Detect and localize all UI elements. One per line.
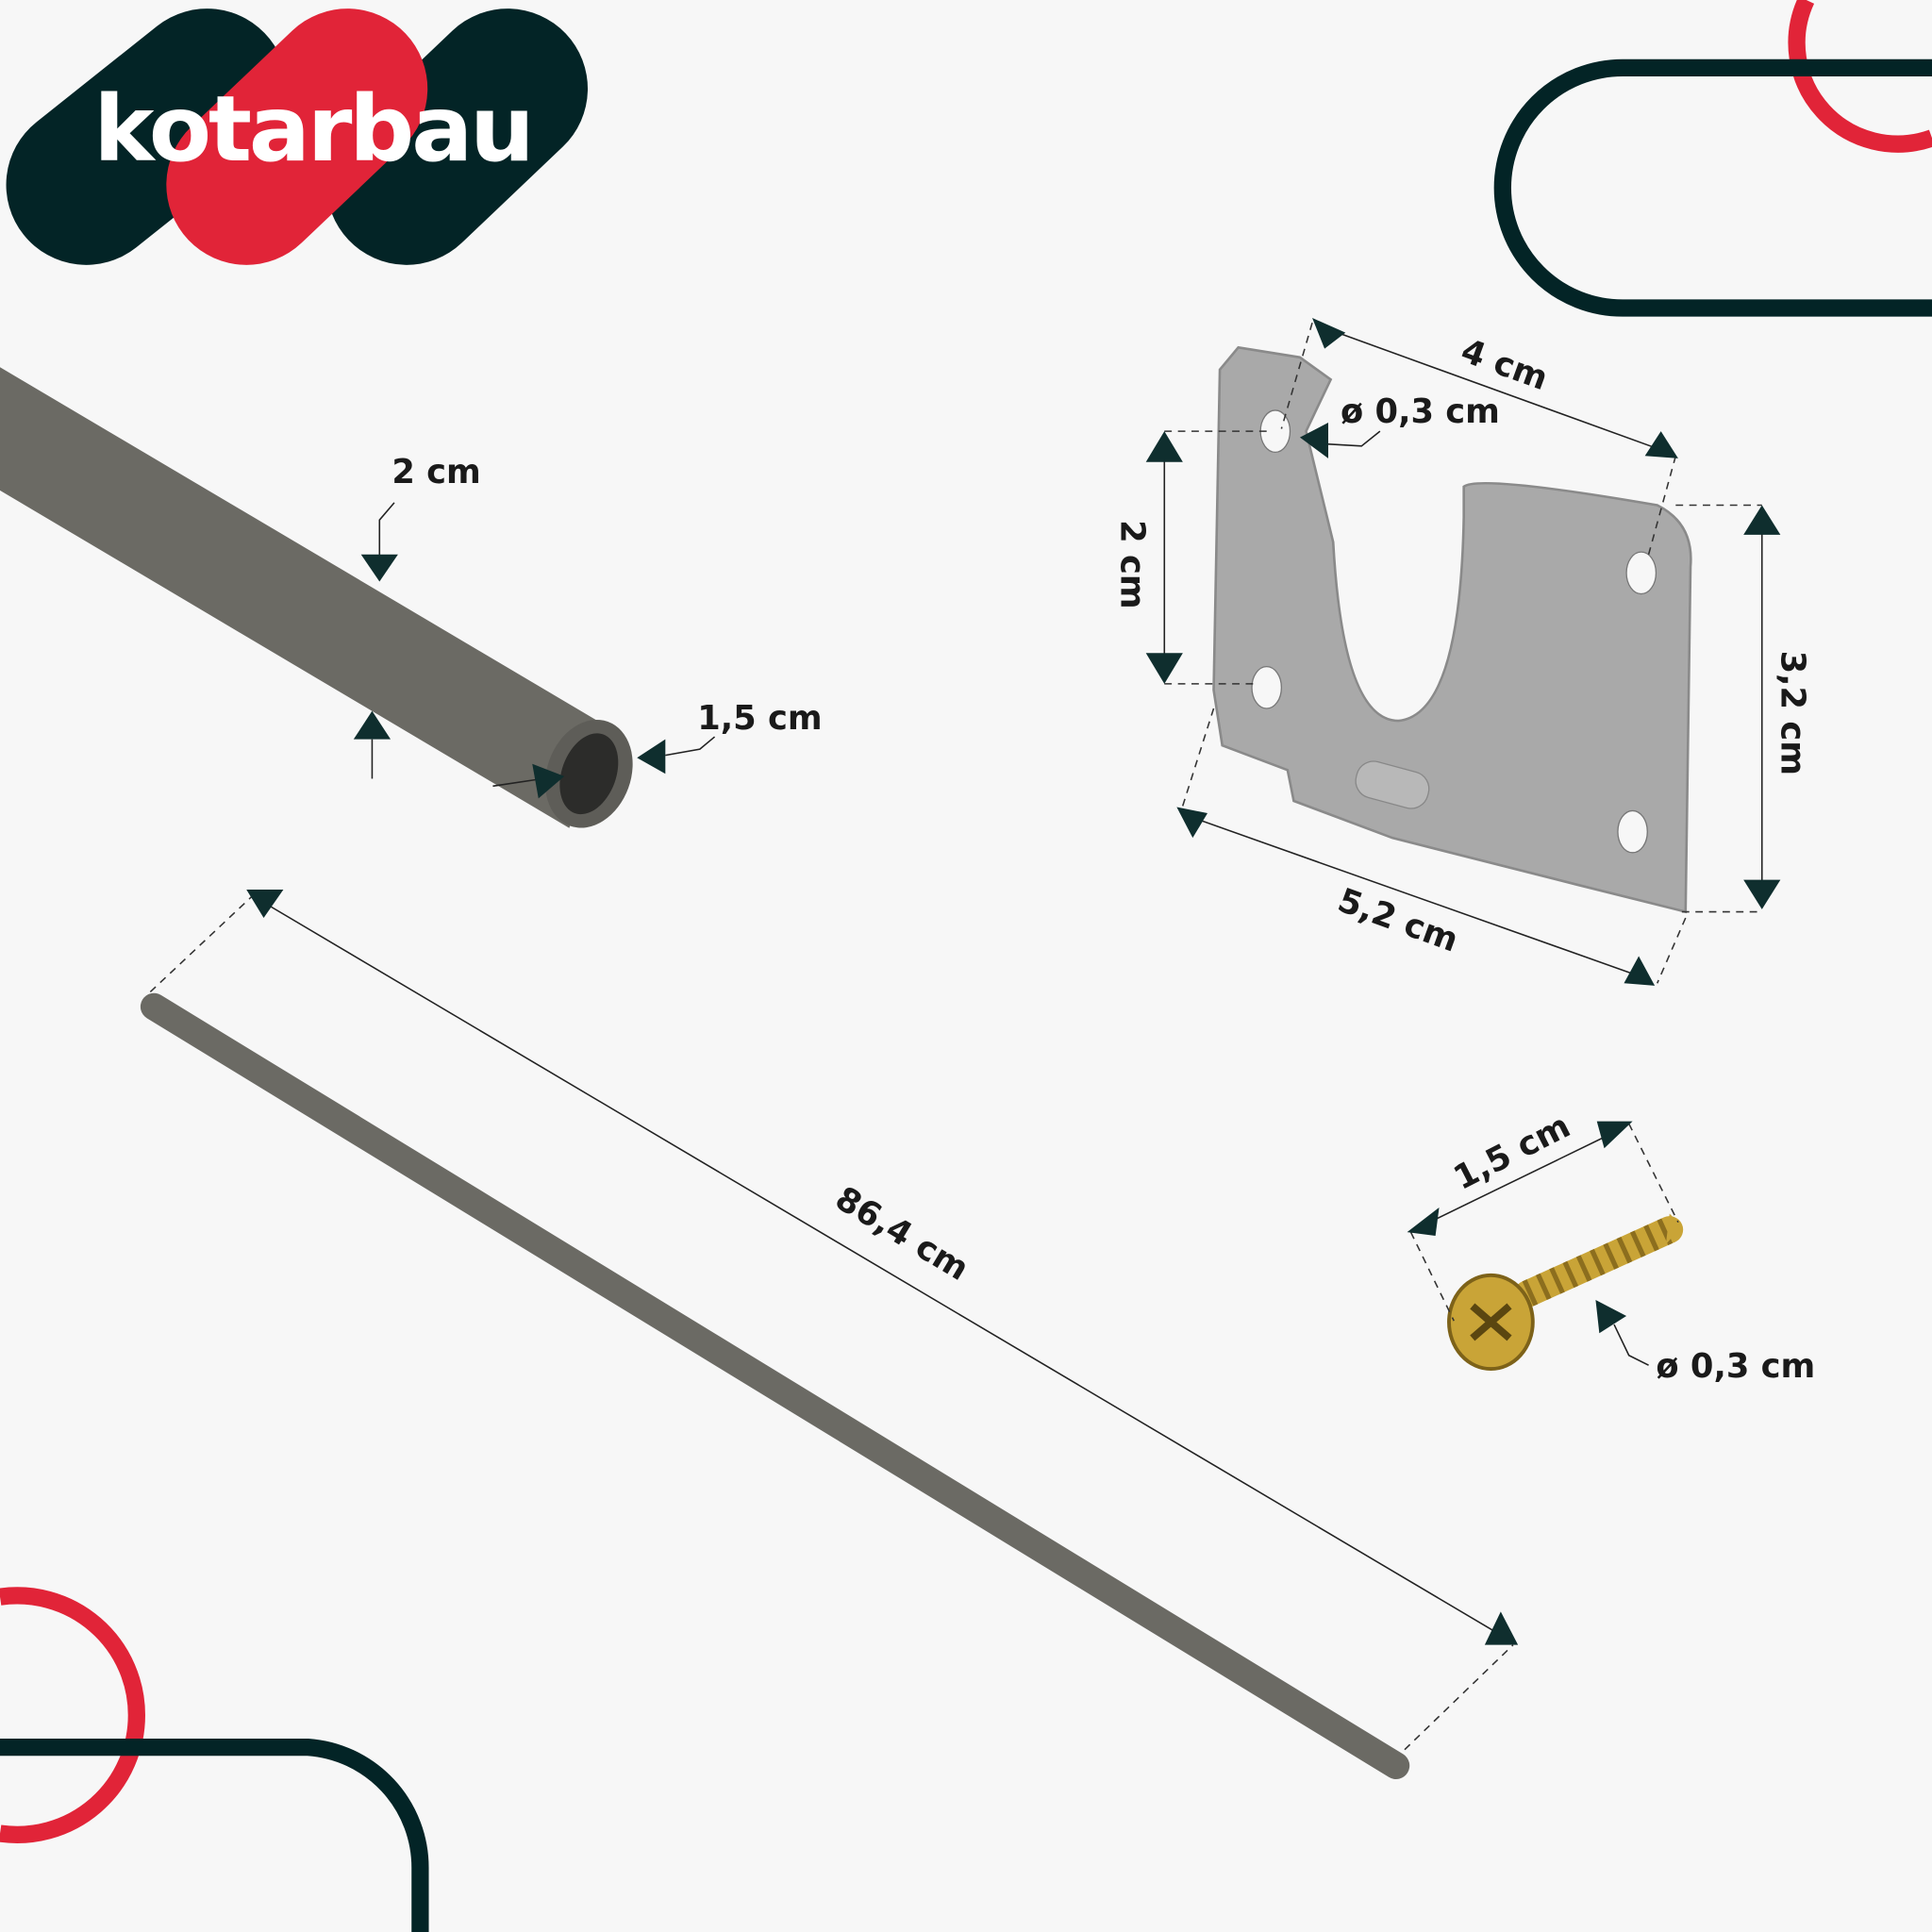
tube-width-label: 1,5 cm xyxy=(697,699,822,738)
brand-logo-text: kotarbau xyxy=(93,75,535,182)
bracket-left-height-label: 2 cm xyxy=(1113,520,1152,608)
brand-logo: kotarbau xyxy=(6,8,589,265)
screw: 1,5 cm ø 0,3 cm xyxy=(1407,1107,1815,1386)
tube-closeup: 2 cm 1,5 cm xyxy=(0,367,823,828)
bracket-hole-label: ø 0,3 cm xyxy=(1341,392,1500,431)
bracket-right-height-label: 3,2 cm xyxy=(1774,651,1812,775)
decor-bottom-left xyxy=(0,1587,429,1932)
decor-top-right xyxy=(1493,0,1932,317)
tube-height-label: 2 cm xyxy=(391,453,480,491)
screw-diameter-label: ø 0,3 cm xyxy=(1656,1347,1815,1386)
